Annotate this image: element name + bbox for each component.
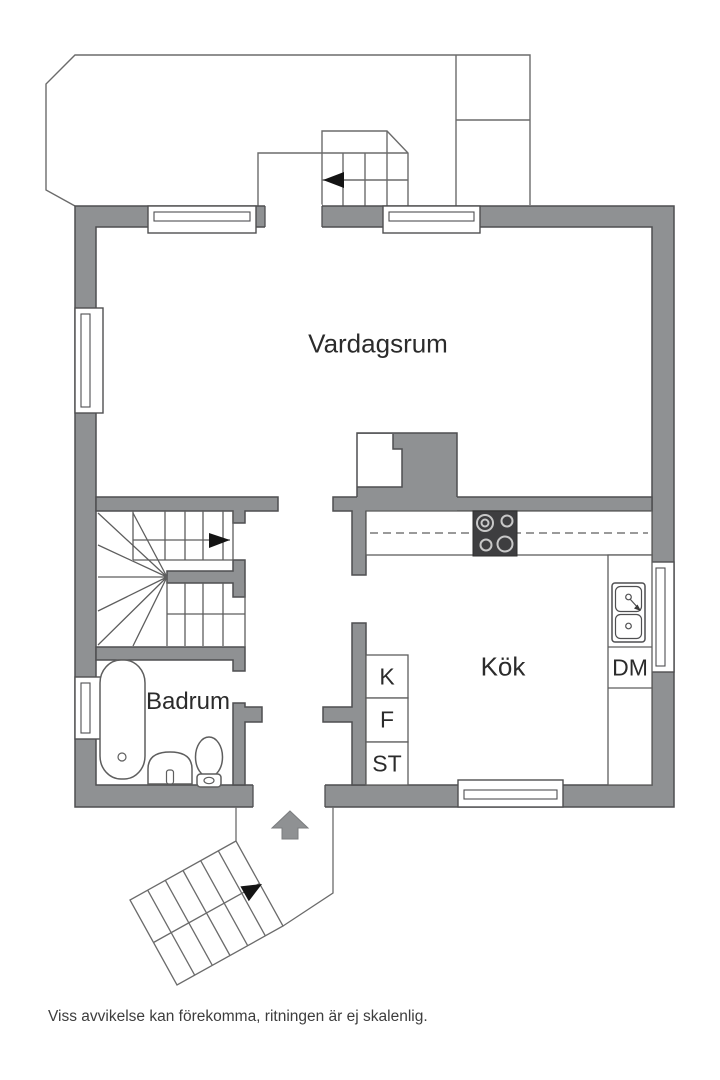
bathtub	[99, 659, 146, 780]
bathroom-right-wall	[232, 702, 263, 786]
bathroom-fixtures	[99, 659, 224, 788]
stove	[472, 510, 518, 557]
stairs-up-arrow	[240, 884, 262, 902]
kitchen-cabinets	[365, 654, 409, 786]
interior-staircase	[97, 511, 246, 647]
back-door-opening	[265, 204, 322, 229]
window-top-left	[147, 205, 257, 234]
entrance-arrow	[270, 810, 310, 840]
entrance-door-opening	[253, 783, 325, 809]
toilet	[194, 736, 224, 788]
bathroom-label: Badrum	[145, 688, 231, 715]
freezer-label: F	[379, 706, 395, 733]
kitchen-label: Kök	[480, 651, 526, 682]
dishwasher-label: DM	[612, 654, 648, 681]
window-bathroom-left	[74, 676, 102, 740]
kitchen-sink	[611, 582, 646, 643]
front-exterior-stairs	[129, 807, 334, 986]
kitchen-fixtures	[365, 510, 653, 786]
window-top-right	[382, 205, 481, 234]
stair-mid-wall	[166, 559, 246, 598]
cleaning-box	[365, 741, 409, 786]
fridge-label: K	[379, 663, 395, 690]
stair-top-wall	[95, 496, 279, 524]
stairs-up-arrow	[209, 533, 230, 548]
stairs-up-arrow	[323, 172, 344, 188]
washbasin	[147, 751, 193, 785]
freezer-box	[365, 697, 409, 743]
chimney	[356, 432, 458, 511]
kitchen-left-wall	[322, 622, 367, 786]
upper-floor-outline	[45, 54, 531, 207]
door-openings	[252, 204, 326, 809]
window-kitchen-bottom	[457, 779, 564, 808]
cleaning-label: ST	[372, 750, 402, 777]
stove-burners	[476, 514, 514, 553]
living-room-label: Vardagsrum	[308, 328, 448, 359]
back-exterior-stairs	[257, 130, 409, 207]
window-livingroom-left	[74, 307, 104, 414]
disclaimer-text: Viss avvikelse kan förekomma, ritningen …	[48, 1008, 428, 1025]
